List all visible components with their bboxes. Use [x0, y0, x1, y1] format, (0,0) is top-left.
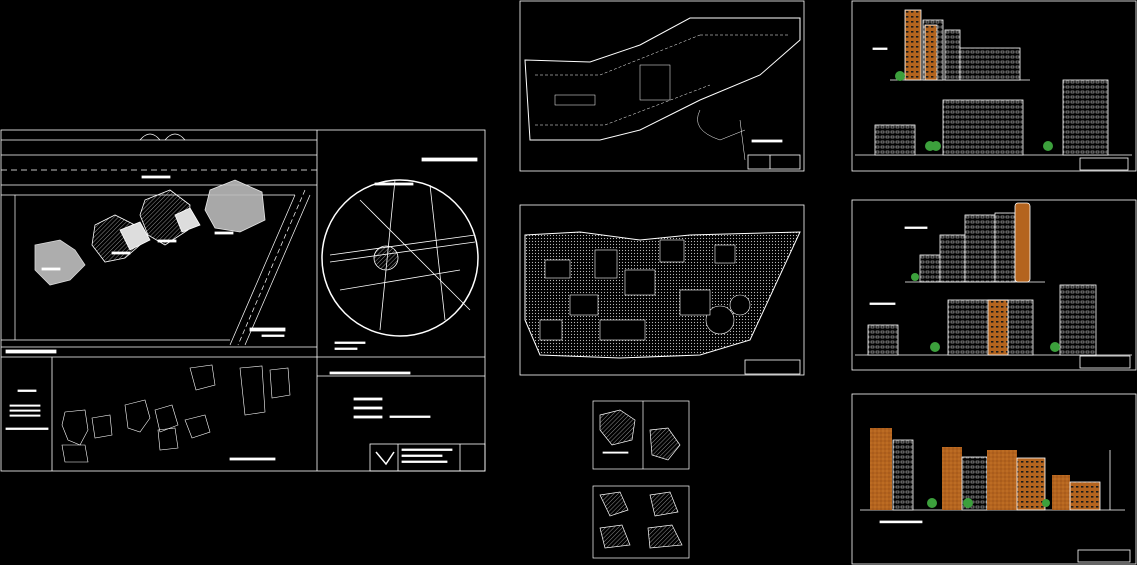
sheet-border	[851, 199, 1137, 371]
sheet-unit-plans-1[interactable]	[592, 400, 690, 470]
building-footprints	[34, 179, 266, 286]
sheet-border	[592, 485, 690, 559]
sheet-elevations-1[interactable]	[851, 0, 1137, 172]
location-map	[321, 179, 479, 337]
sheet-parking-plan[interactable]	[519, 0, 805, 172]
parking-outline	[524, 17, 801, 141]
sheet-border	[519, 0, 805, 172]
sheet-elevations-3[interactable]	[851, 393, 1137, 565]
sheet-border	[851, 0, 1137, 172]
title-block	[369, 443, 486, 472]
unit-plans	[61, 364, 291, 463]
sheet-border	[519, 204, 805, 376]
sheet-site-plan[interactable]	[0, 129, 486, 472]
sheet-border	[0, 129, 486, 472]
sheet-unit-plans-2[interactable]	[592, 485, 690, 559]
sheet-border	[592, 400, 690, 470]
sheet-landscape-plan[interactable]	[519, 204, 805, 376]
sheet-border	[851, 393, 1137, 565]
sheet-elevations-2[interactable]	[851, 199, 1137, 371]
